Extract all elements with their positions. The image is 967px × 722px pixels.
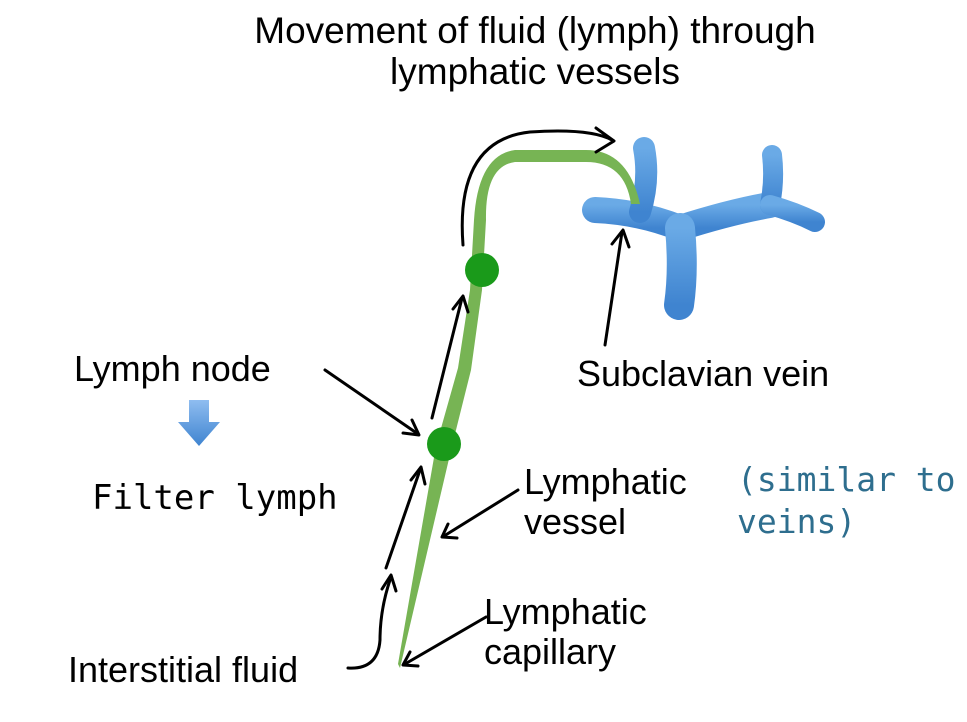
lymph-node-label: Lymph node bbox=[74, 348, 271, 389]
flow-arrow-lower bbox=[384, 465, 427, 570]
down-arrow-icon bbox=[178, 400, 220, 446]
lymphatic-vessel-label: Lymphatic vessel bbox=[524, 461, 687, 543]
similar-note-line1: (similar to bbox=[737, 460, 956, 499]
flow-arrow-bottom bbox=[346, 573, 398, 670]
lymphatic-capillary-label-line2: capillary bbox=[484, 631, 617, 673]
lymphatic-capillary-label-line1: Lymphatic bbox=[484, 591, 647, 632]
diagram-title-line2: lymphatic vessels bbox=[390, 51, 680, 93]
lymph-node-upper bbox=[465, 253, 499, 287]
lymphatic-vessel-pointer bbox=[440, 488, 520, 540]
lymph-node-lower bbox=[427, 427, 461, 461]
diagram-title: Movement of fluid (lymph) through lympha… bbox=[140, 10, 930, 93]
similar-note-line2: veins) bbox=[737, 502, 857, 542]
lymph-node-pointer bbox=[323, 368, 421, 437]
subclavian-vein-label: Subclavian vein bbox=[577, 353, 830, 394]
lymphatic-capillary-label: Lymphatic capillary bbox=[484, 591, 647, 673]
flow-arrow-top bbox=[460, 126, 616, 247]
similar-to-veins-note: (similar to veins) bbox=[737, 459, 956, 543]
lymphatic-capillary-pointer bbox=[401, 615, 488, 668]
lymphatic-vessel-label-line1: Lymphatic bbox=[524, 461, 687, 502]
subclavian-vein-shape bbox=[582, 137, 825, 320]
filter-lymph-label: Filter lymph bbox=[92, 478, 338, 518]
subclavian-vein-pointer bbox=[603, 228, 631, 347]
flow-arrow-middle bbox=[430, 294, 470, 420]
lymphatic-vessel-label-line2: vessel bbox=[524, 501, 627, 543]
diagram-title-line1: Movement of fluid (lymph) through bbox=[254, 10, 816, 51]
interstitial-fluid-label: Interstitial fluid bbox=[68, 649, 299, 690]
